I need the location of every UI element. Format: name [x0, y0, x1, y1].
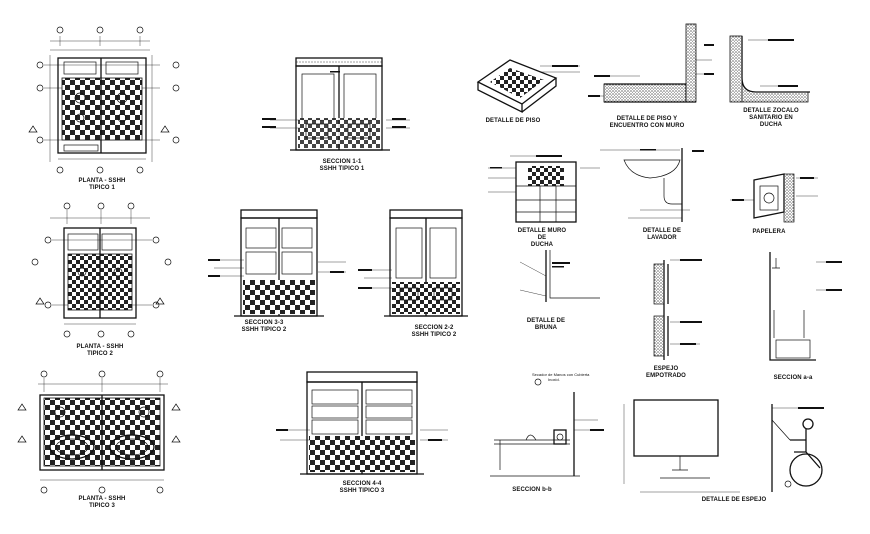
- label-detalle-piso-muro: DETALLE DE PISO Y ENCUENTRO CON MURO: [604, 116, 690, 130]
- seccion-bb-drawing: [490, 378, 604, 477]
- label-planta-3-line1: PLANTA - SSHH: [78, 496, 126, 502]
- planta-2-plan: [31, 202, 172, 338]
- label-detalle-piso-muro-line2: ENCUENTRO CON MURO: [609, 123, 685, 129]
- note-seccion-bb-line1: Secador de Manos con Cubierta: [532, 372, 590, 377]
- seccion-4-elevation: [276, 371, 448, 475]
- detalle-bruna-drawing: [519, 250, 600, 302]
- label-planta-1-line2: TIPICO 1: [89, 185, 115, 191]
- label-seccion-3-line1: SECCION 3-3: [244, 320, 284, 326]
- planta-1-plan: [28, 26, 180, 174]
- label-seccion-2-line1: SECCION 2-2: [414, 325, 454, 331]
- label-seccion-3-line2: SSHH TIPICO 2: [241, 327, 287, 333]
- label-detalle-muro-ducha-line2: DE: [537, 235, 547, 241]
- label-planta-3-line2: TIPICO 3: [89, 503, 115, 509]
- label-detalle-muro-ducha-line1: DETALLE MURO: [517, 228, 567, 234]
- label-espejo-empotrado: ESPEJO EMPOTRADO: [636, 366, 696, 380]
- label-planta-3: PLANTA - SSHH TIPICO 3: [62, 496, 142, 510]
- label-planta-1: PLANTA - SSHH TIPICO 1: [62, 178, 142, 192]
- planta-3-plan: [17, 370, 181, 494]
- label-papelera-line1: PAPELERA: [752, 229, 786, 235]
- seccion-2-elevation: [358, 209, 468, 317]
- label-seccion-1-line2: SSHH TIPICO 1: [319, 166, 365, 172]
- label-detalle-piso-line1: DETALLE DE PISO: [485, 118, 541, 124]
- label-detalle-lavador-line2: LAVADOR: [647, 235, 677, 241]
- detalle-piso-drawing: [476, 59, 580, 114]
- label-detalle-piso: DETALLE DE PISO: [478, 118, 548, 125]
- label-detalle-bruna: DETALLE DE BRUNA: [516, 318, 576, 332]
- papelera-drawing: [730, 173, 818, 223]
- label-seccion-bb-line1: SECCION b-b: [512, 487, 552, 493]
- espejo-empotrado-drawing: [653, 259, 702, 360]
- label-seccion-4-line2: SSHH TIPICO 3: [339, 488, 385, 494]
- label-detalle-espejo-line1: DETALLE DE ESPEJO: [701, 497, 767, 503]
- detalle-zocalo-drawing: [729, 35, 810, 103]
- label-detalle-muro-ducha: DETALLE MURO DE DUCHA: [512, 228, 572, 249]
- label-detalle-zocalo-line2: SANITARIO EN: [749, 115, 793, 121]
- label-seccion-2-line2: SSHH TIPICO 2: [411, 332, 457, 338]
- label-detalle-zocalo-line1: DETALLE ZOCALO: [743, 108, 799, 114]
- label-detalle-piso-muro-line1: DETALLE DE PISO Y: [616, 116, 678, 122]
- label-planta-1-line1: PLANTA - SSHH: [78, 178, 126, 184]
- label-seccion-bb: SECCION b-b: [504, 487, 560, 494]
- label-espejo-empotrado-line2: EMPOTRADO: [646, 373, 686, 379]
- label-planta-2-line1: PLANTA - SSHH: [76, 344, 124, 350]
- label-detalle-lavador: DETALLE DE LAVADOR: [632, 228, 692, 242]
- label-detalle-muro-ducha-line3: DUCHA: [530, 242, 554, 248]
- label-seccion-3: SECCION 3-3 SSHH TIPICO 2: [224, 320, 304, 334]
- label-espejo-empotrado-line1: ESPEJO: [653, 366, 679, 372]
- label-seccion-4: SECCION 4-4 SSHH TIPICO 3: [322, 481, 402, 495]
- label-detalle-zocalo-line3: DUCHA: [759, 122, 783, 128]
- label-seccion-aa: SECCION a-a: [768, 375, 818, 382]
- detalle-muro-ducha-drawing: [488, 155, 600, 223]
- label-detalle-bruna-line1: DETALLE DE: [526, 318, 566, 324]
- label-planta-2: PLANTA - SSHH TIPICO 2: [60, 344, 140, 358]
- seccion-aa-drawing: [769, 252, 842, 361]
- label-seccion-1-line1: SECCION 1-1: [322, 159, 362, 165]
- seccion-3-elevation: [208, 209, 346, 317]
- label-seccion-1: SECCION 1-1 SSHH TIPICO 1: [302, 159, 382, 173]
- detalle-espejo-drawing: [623, 399, 824, 493]
- label-planta-2-line2: TIPICO 2: [87, 351, 113, 357]
- seccion-1-elevation: [262, 57, 410, 151]
- note-seccion-bb-line2: Inoxid.: [548, 377, 560, 382]
- detalle-piso-muro-drawing: [588, 23, 714, 103]
- detalle-lavador-drawing: [600, 148, 704, 222]
- label-papelera: PAPELERA: [744, 229, 794, 236]
- label-detalle-zocalo: DETALLE ZOCALO SANITARIO EN DUCHA: [736, 108, 806, 129]
- label-detalle-bruna-line2: BRUNA: [534, 325, 558, 331]
- label-seccion-4-line1: SECCION 4-4: [342, 481, 382, 487]
- label-detalle-espejo: DETALLE DE ESPEJO: [694, 497, 774, 504]
- label-seccion-2: SECCION 2-2 SSHH TIPICO 2: [394, 325, 474, 339]
- label-seccion-aa-line1: SECCION a-a: [773, 375, 813, 381]
- label-detalle-lavador-line1: DETALLE DE: [642, 228, 682, 234]
